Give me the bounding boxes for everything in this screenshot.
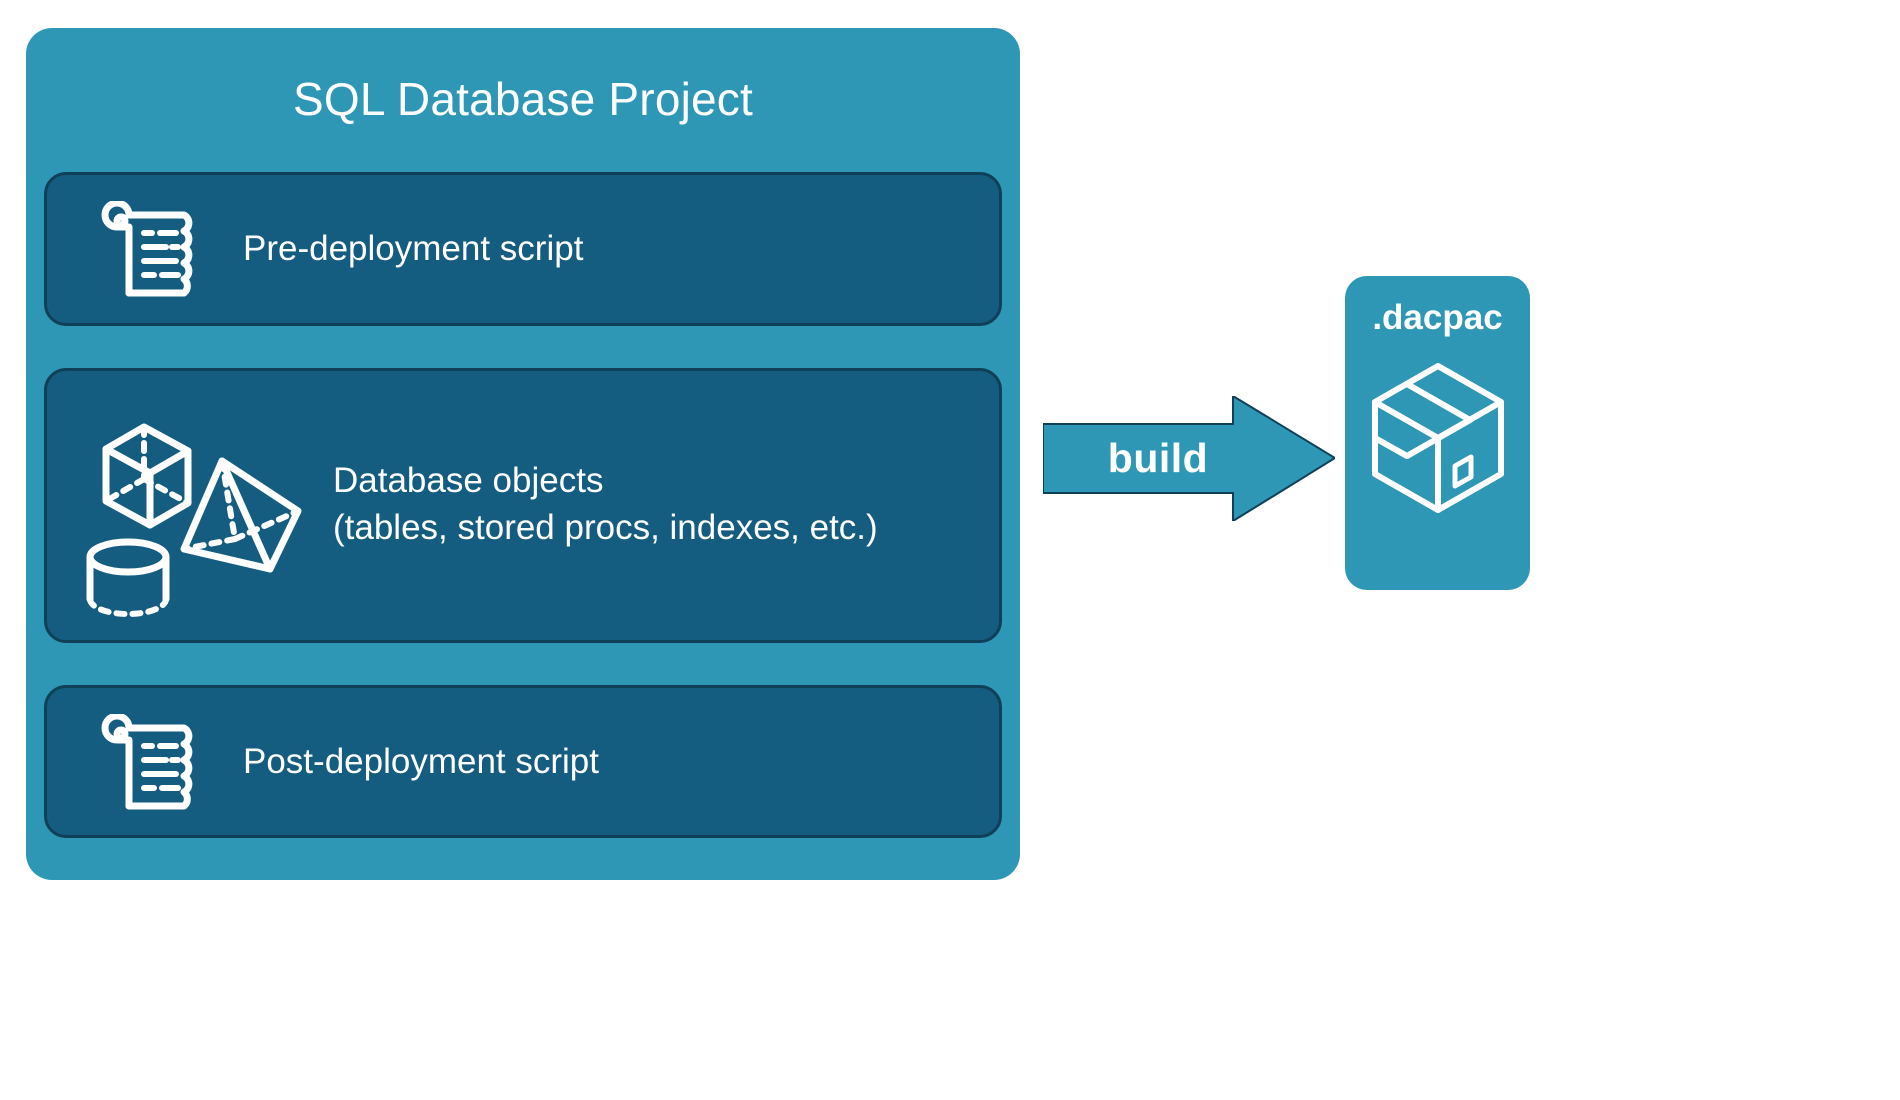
card-database-objects-line1: Database objects — [333, 461, 604, 500]
card-post-deployment-script[interactable]: Post-deployment script — [44, 685, 1002, 838]
scroll-icon — [92, 712, 202, 814]
database-objects-icon-group — [72, 399, 322, 619]
arrow-right-icon — [1042, 394, 1337, 523]
dacpac-output-panel[interactable]: .dacpac — [1345, 276, 1530, 590]
package-box-icon — [1367, 358, 1509, 518]
card-database-objects[interactable]: Database objects (tables, stored procs, i… — [44, 368, 1002, 643]
dacpac-title: .dacpac — [1372, 298, 1503, 337]
page-title: SQL Database Project — [293, 73, 753, 125]
card-database-objects-label: Database objects (tables, stored procs, i… — [333, 457, 878, 552]
sql-database-project-panel: SQL Database Project — [26, 28, 1020, 880]
card-pre-deployment-script[interactable]: Pre-deployment script — [44, 172, 1002, 326]
card-pre-deployment-label: Pre-deployment script — [243, 229, 584, 268]
scroll-icon — [92, 199, 202, 301]
card-post-deployment-label: Post-deployment script — [243, 742, 599, 781]
card-database-objects-line2: (tables, stored procs, indexes, etc.) — [333, 508, 878, 548]
